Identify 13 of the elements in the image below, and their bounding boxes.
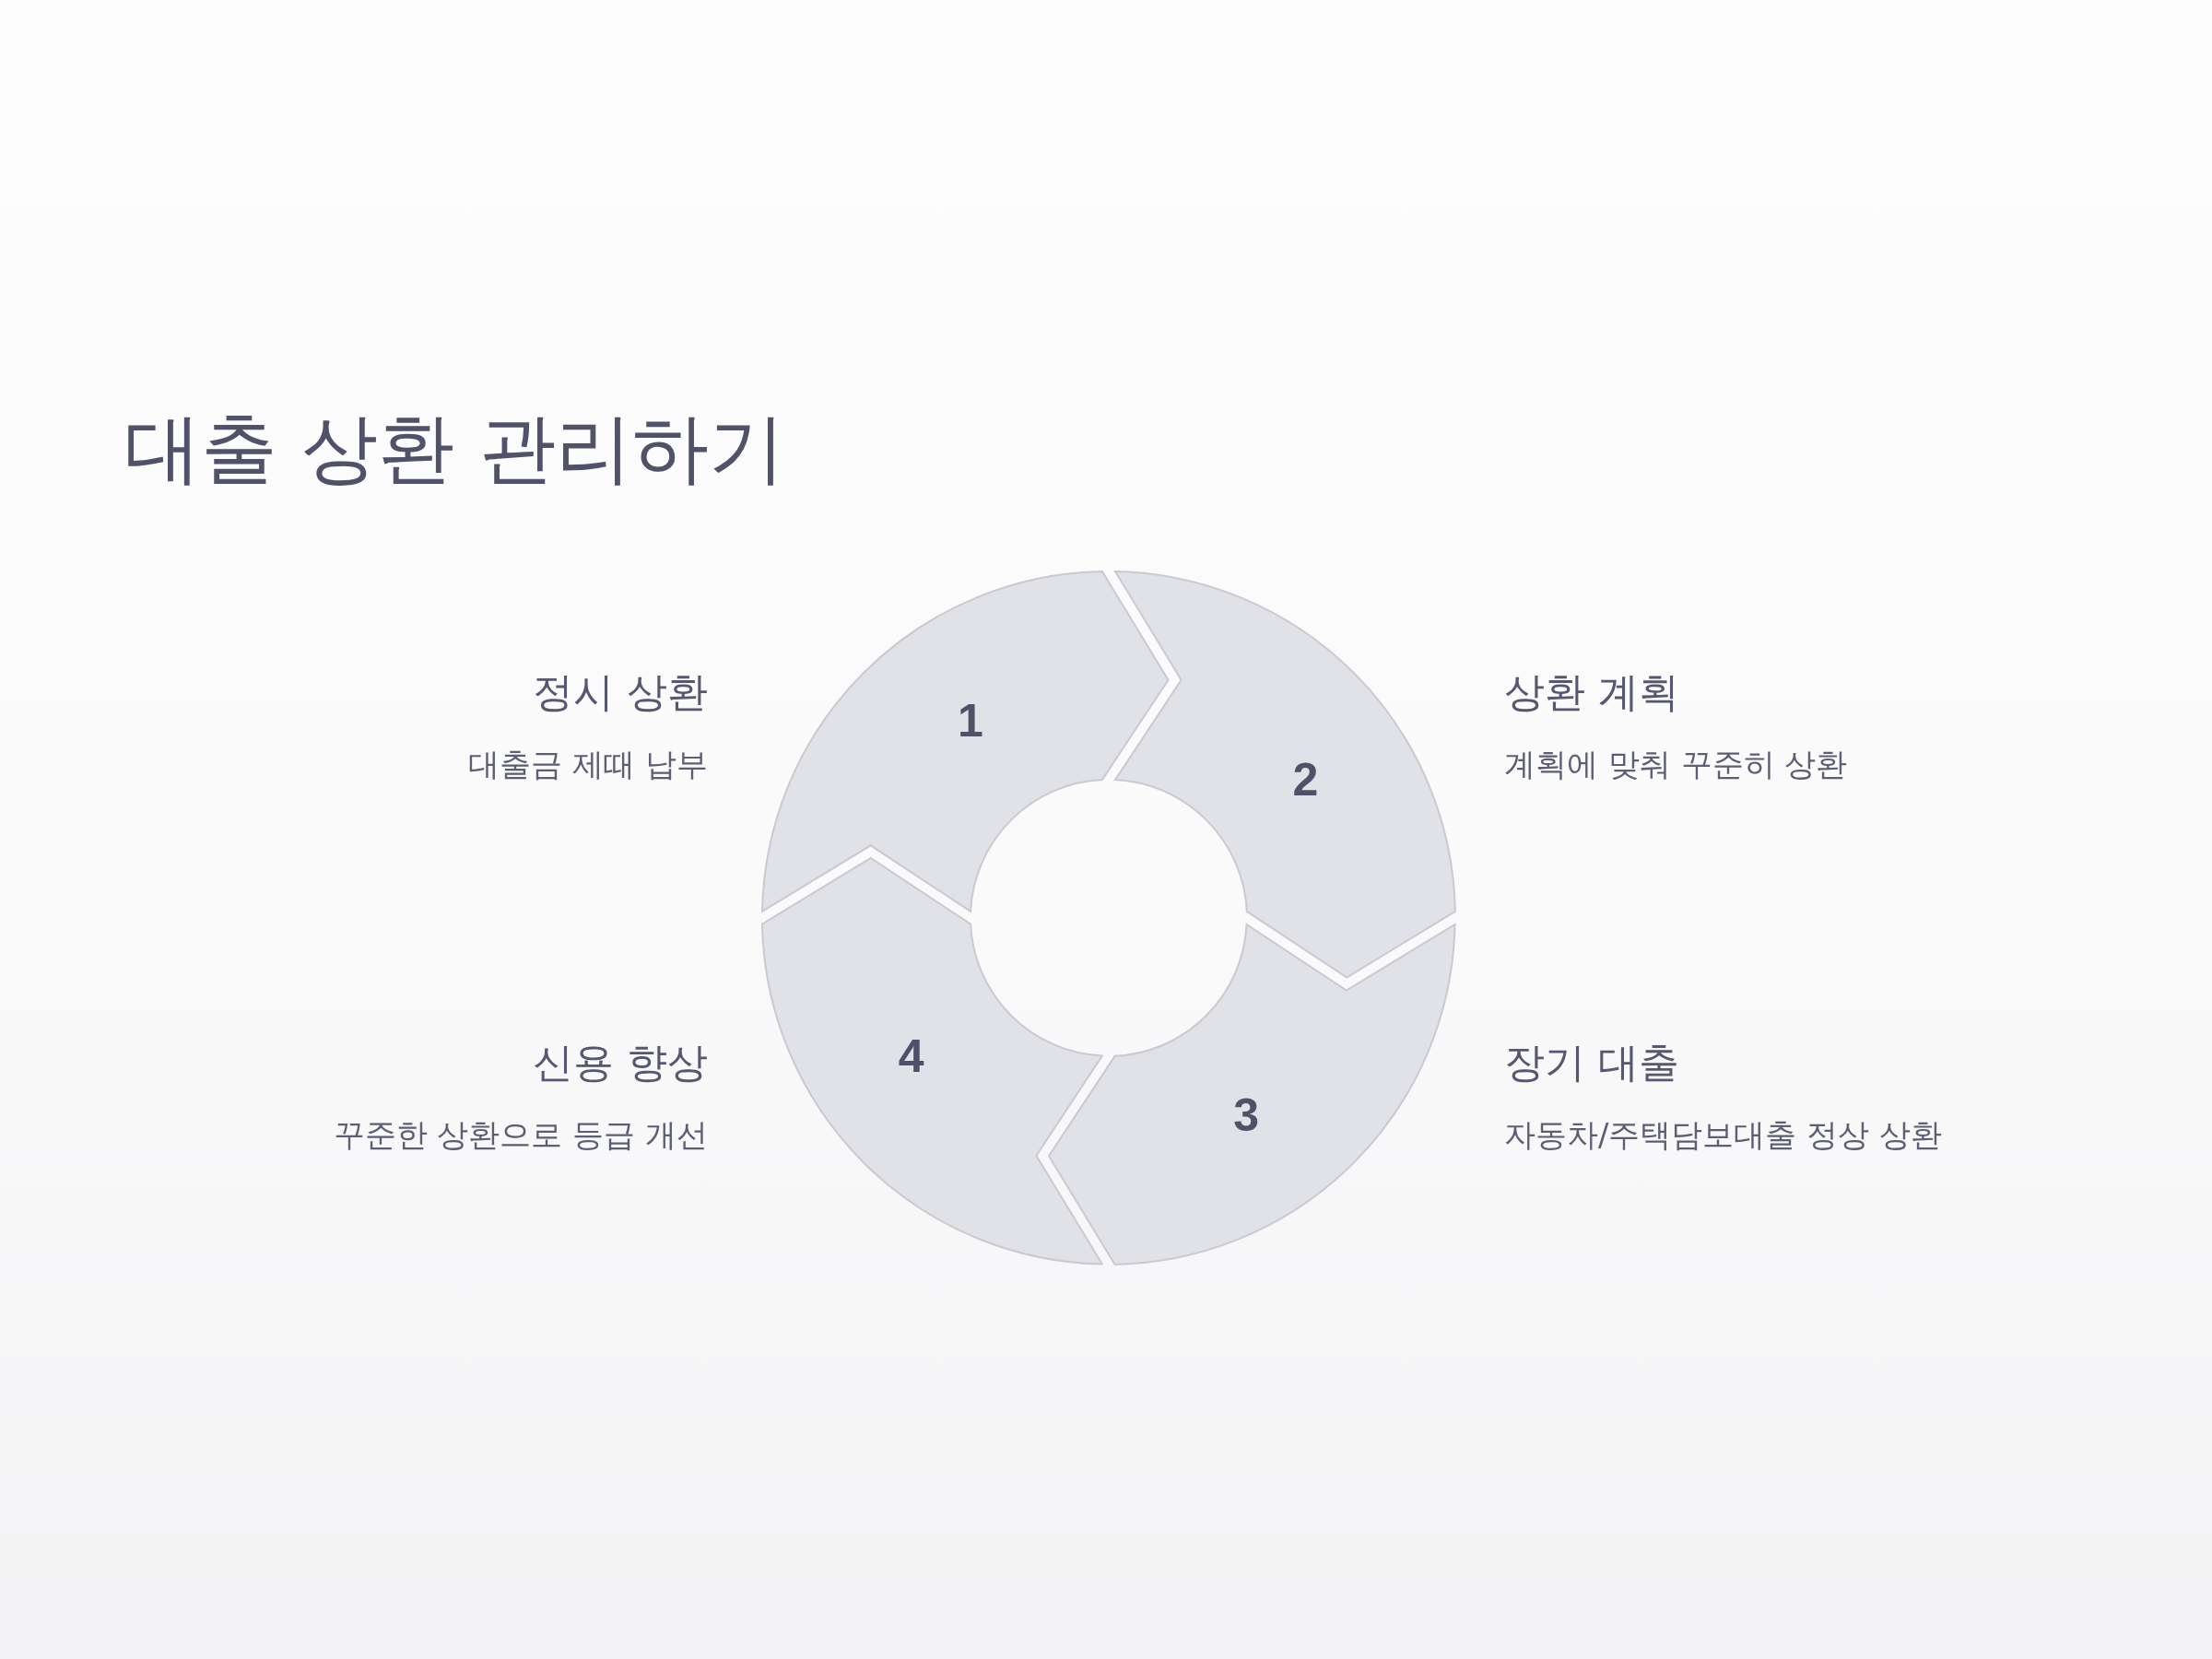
step-description: 자동차/주택담보대출 정상 상환: [1504, 1116, 1943, 1154]
step-description: 대출금 제때 납부: [468, 746, 708, 783]
step-number: 1: [957, 698, 983, 745]
step-heading: 신용 향상: [533, 1039, 708, 1088]
step-heading: 장기 대출: [1504, 1039, 1679, 1088]
step-heading: 정시 상환: [533, 668, 708, 717]
step-description: 꾸준한 상환으로 등급 개선: [333, 1116, 708, 1154]
step-number: 2: [1292, 757, 1319, 804]
step-description: 계획에 맞춰 꾸준히 상환: [1504, 746, 1848, 783]
diagram-title: 대출 상환 관리하기: [124, 403, 785, 495]
step-number: 4: [898, 1032, 924, 1079]
step-heading: 상환 계획: [1504, 668, 1679, 717]
step-number: 3: [1233, 1091, 1260, 1138]
